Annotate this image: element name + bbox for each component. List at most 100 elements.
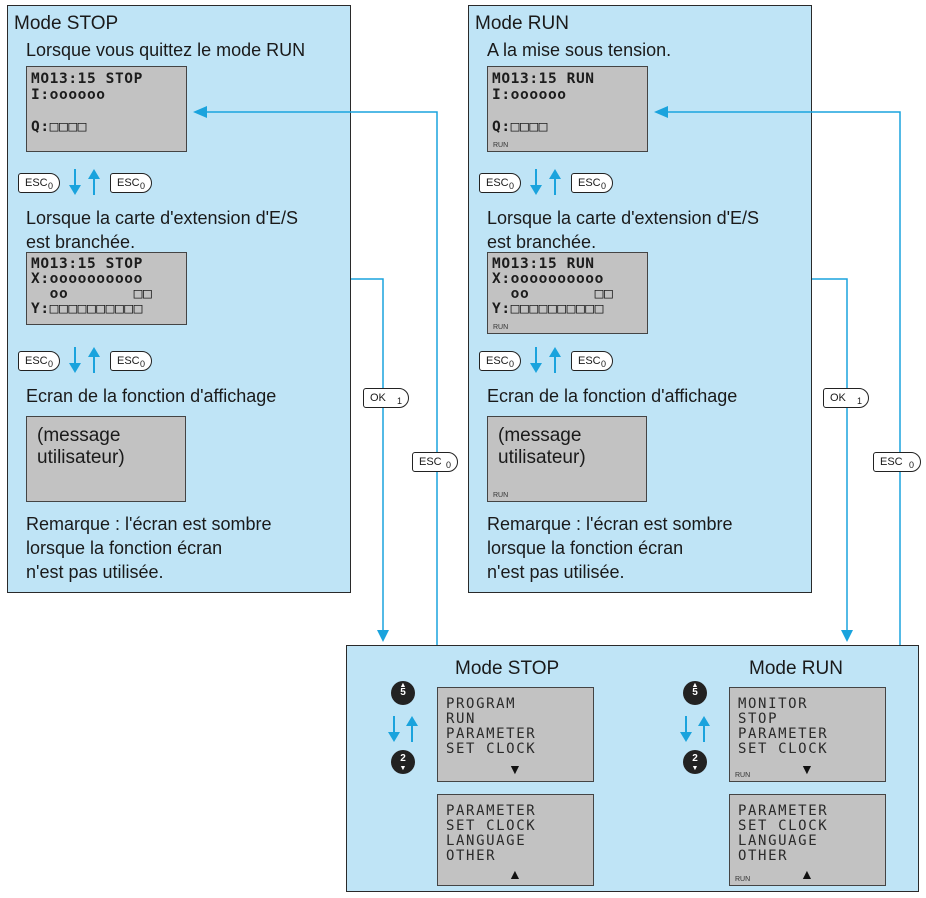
esc-key-number: 0: [908, 460, 914, 470]
esc-key[interactable]: ESC 0: [873, 452, 921, 472]
stop-expansion-lcd: MO13:15 STOP X:oooooooooo oo □□ Y:□□□□□□…: [26, 252, 187, 325]
lcd-line: Q:□□□□: [31, 119, 87, 135]
run-status-lcd: MO13:15 RUN I:oooooo Q:□□□□ RUN: [487, 66, 648, 152]
stop-message-lcd: (message utilisateur): [26, 416, 186, 502]
up-down-arrows-icon: [69, 169, 100, 195]
menu-item: PARAMETER: [738, 726, 829, 742]
esc-key-number: 0: [47, 181, 53, 191]
scroll-down-icon: ▼: [800, 761, 814, 777]
run-indicator: RUN: [735, 876, 751, 883]
esc-key-label: ESC: [880, 456, 903, 468]
run-remark-3: n'est pas utilisée.: [487, 562, 625, 582]
esc-key-number: 0: [139, 181, 145, 191]
lcd-line: MO13:15 RUN: [492, 71, 595, 87]
key-2-down[interactable]: 2 ▼: [683, 750, 707, 774]
menu-item: PARAMETER: [738, 803, 829, 819]
lcd-line: Y:□□□□□□□□□□: [31, 301, 143, 317]
up-down-arrows-icon: [680, 716, 710, 742]
menu-item: OTHER: [446, 848, 497, 864]
menu-stop-title: Mode STOP: [455, 658, 560, 679]
run-indicator: RUN: [735, 772, 751, 779]
lcd-line: X:oooooooooo: [492, 271, 604, 287]
esc-key-number: 0: [445, 460, 451, 470]
ok-key-label: OK: [370, 392, 386, 404]
key-2-down[interactable]: 2 ▼: [391, 750, 415, 774]
run-indicator: RUN: [493, 324, 509, 331]
up-arrow-icon: ▲: [691, 682, 699, 689]
key-5-up[interactable]: ▲ 5: [683, 681, 707, 705]
lcd-line: MO13:15 RUN: [492, 256, 595, 272]
run-indicator: RUN: [493, 142, 509, 149]
lcd-line: MO13:15 STOP: [31, 71, 143, 87]
menu-item: OTHER: [738, 848, 789, 864]
ok-key-label: OK: [830, 392, 846, 404]
run-expansion-text-1: Lorsque la carte d'extension d'E/S: [487, 208, 760, 228]
up-down-arrows-icon: [388, 716, 418, 742]
run-remark-2: lorsque la fonction écran: [487, 538, 684, 558]
lcd-line: X:oooooooooo: [31, 271, 143, 287]
esc-key-label: ESC: [25, 355, 48, 367]
up-down-arrows-icon: [530, 169, 561, 195]
run-remark-1: Remarque : l'écran est sombre: [487, 514, 733, 534]
esc-key-label: ESC: [578, 177, 601, 189]
menu-item: SET CLOCK: [446, 818, 537, 834]
esc-key-number: 0: [508, 181, 514, 191]
stop-remark-1: Remarque : l'écran est sombre: [26, 514, 272, 534]
message-text: (message utilisateur): [37, 425, 125, 468]
lcd-line: MO13:15 STOP: [31, 256, 143, 272]
run-indicator: RUN: [493, 492, 509, 499]
down-arrow-icon: ▼: [691, 765, 699, 772]
run-menu-screen-1: MONITOR STOP PARAMETER SET CLOCK RUN ▼: [729, 687, 886, 782]
esc-key-number: 0: [47, 359, 53, 369]
scroll-up-icon: ▲: [508, 866, 522, 882]
key-number: 2: [692, 753, 698, 764]
stop-expansion-text-1: Lorsque la carte d'extension d'E/S: [26, 208, 299, 228]
arrow-head-down: [841, 630, 853, 642]
lcd-line: oo □□: [31, 286, 153, 302]
ok-key[interactable]: OK 1: [823, 388, 869, 408]
arrow-head-down: [377, 630, 389, 642]
stop-menu-screen-2: PARAMETER SET CLOCK LANGUAGE OTHER ▲: [437, 794, 594, 886]
esc-key-number: 0: [600, 181, 606, 191]
run-menu-screen-2: PARAMETER SET CLOCK LANGUAGE OTHER RUN ▲: [729, 794, 886, 886]
stop-panel-title: Mode STOP: [14, 13, 119, 34]
ok-key-number: 1: [856, 396, 862, 406]
esc-key-label: ESC: [419, 456, 442, 468]
run-expansion-lcd: MO13:15 RUN X:oooooooooo oo □□ Y:□□□□□□□…: [487, 252, 648, 334]
scroll-up-icon: ▲: [800, 866, 814, 882]
up-down-arrows-icon: [69, 347, 100, 373]
stop-panel-intro: Lorsque vous quittez le mode RUN: [26, 40, 306, 60]
run-expansion-text-2: est branchée.: [487, 232, 597, 252]
lcd-line: Y:□□□□□□□□□□: [492, 301, 604, 317]
menu-item: STOP: [738, 711, 779, 727]
run-panel-title: Mode RUN: [475, 13, 569, 34]
key-number: 5: [692, 687, 698, 698]
menu-item: MONITOR: [738, 696, 809, 712]
esc-key-label: ESC: [486, 355, 509, 367]
esc-key-label: ESC: [486, 177, 509, 189]
menu-panel: Mode STOP Mode RUN ▲ 5 2 ▼ ▲ 5: [346, 645, 919, 892]
stop-status-lcd: MO13:15 STOP I:oooooo Q:□□□□: [26, 66, 187, 152]
stop-menu-screen-1: PROGRAM RUN PARAMETER SET CLOCK ▼: [437, 687, 594, 782]
run-ok-connector: [812, 278, 848, 632]
esc-key-number: 0: [600, 359, 606, 369]
run-mode-panel: Mode RUN A la mise sous tension. MO13:15…: [468, 5, 812, 593]
esc-key-number: 0: [508, 359, 514, 369]
menu-item: LANGUAGE: [446, 833, 527, 849]
run-display-function-text: Ecran de la fonction d'affichage: [487, 386, 738, 406]
menu-item: LANGUAGE: [738, 833, 819, 849]
lcd-line: I:oooooo: [31, 87, 106, 103]
lcd-line: I:oooooo: [492, 87, 567, 103]
key-5-up[interactable]: ▲ 5: [391, 681, 415, 705]
